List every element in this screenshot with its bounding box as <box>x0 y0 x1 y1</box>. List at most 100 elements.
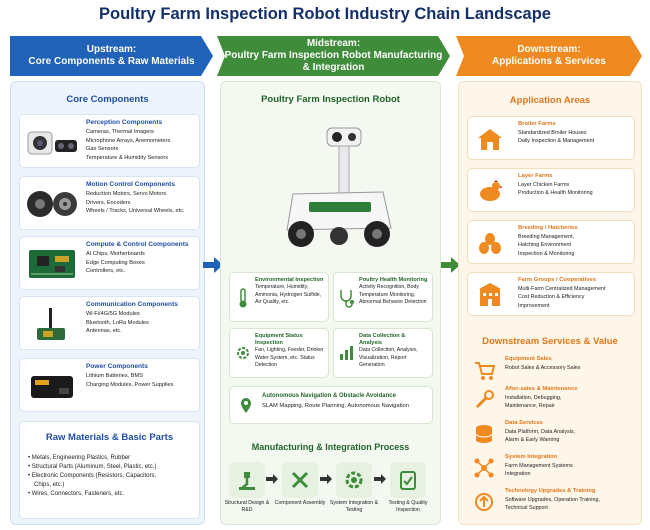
app-item: Hatching Environment <box>518 242 572 249</box>
function-title: Environmental Inspection <box>255 277 324 283</box>
card-item: Charging Modules, Power Supplies <box>86 381 174 388</box>
function-card-data: Data Collection & Analysis Data Collecti… <box>333 328 433 378</box>
database-icon <box>475 425 493 443</box>
raw-materials-title: Raw Materials & Basic Parts <box>45 432 174 443</box>
shopping-cart-icon <box>475 362 495 380</box>
function-text: Activity Recognition, Body Temperature M… <box>359 284 427 306</box>
perception-card: Perception Components Cameras, Thermal I… <box>19 114 200 168</box>
flow-arrow-right-icon <box>203 257 223 273</box>
service-title: After-sales & Maintenance <box>505 386 578 392</box>
midstream-column: Poultry Farm Inspection Robot Environmen… <box>220 81 441 525</box>
card-item: Lithium Batteries, BMS <box>86 373 143 379</box>
function-title: Autonomous Navigation & Obstacle Avoidan… <box>262 393 396 399</box>
process-title: Manufacturing & Integration Process <box>251 442 410 452</box>
service-item: Farm Management Systems <box>505 463 573 469</box>
card-item: Bluetooth, LoRa Modules <box>86 319 149 326</box>
card-item: Microphone Arrays, Anemometers <box>86 137 171 144</box>
service-title: Data Services <box>505 420 544 426</box>
card-item: Antennas, etc. <box>86 328 122 334</box>
app-title: Layer Farms <box>518 173 553 179</box>
application-areas-title: Application Areas <box>509 95 591 106</box>
app-title: Farm Groups / Cooperatives <box>518 277 596 283</box>
raw-item: • Wires, Connectors, Fasteners, etc. <box>28 491 125 497</box>
service-item: Maintenance, Repair <box>505 403 555 410</box>
service-item: Technical Support <box>505 505 548 512</box>
service-equipment-sales: Equipment Sales Robot Sales & Accessory … <box>467 356 635 390</box>
gear-icon <box>237 347 249 359</box>
bar-chart-icon <box>340 346 353 360</box>
upgrade-icon <box>475 493 493 511</box>
app-card-layer: Layer Farms Layer Chicken Farms Producti… <box>467 168 635 212</box>
service-title: Equipment Sales <box>505 356 552 362</box>
service-item: Integration <box>505 471 531 478</box>
map-pin-icon <box>241 398 251 413</box>
card-item: Wi-Fi/4G/5G Modules <box>86 311 140 317</box>
farm-house-icon <box>476 125 504 153</box>
app-title: Broiler Farms <box>518 121 556 127</box>
stethoscope-icon <box>340 290 354 308</box>
function-card-environmental: Environmental Inspection Temperature, Hu… <box>229 272 329 322</box>
power-card: Power Components Lithium Batteries, BMS … <box>19 358 200 412</box>
app-item: Inspection & Monitoring <box>518 250 575 257</box>
process-step-label: System Integration & Testing <box>329 500 379 513</box>
app-item: Multi-Farm Centralized Management <box>518 286 606 292</box>
raw-item: • Electronic Components (Resistors, Capa… <box>28 473 157 479</box>
building-icon <box>476 281 504 309</box>
process-step-label: Component Assembly <box>274 500 326 506</box>
midstream-banner-label: Midstream: Poultry Farm Inspection Robot… <box>224 38 443 73</box>
raw-item: • Metals, Engineering Plastics, Rubber <box>28 455 131 461</box>
app-item: Improvement <box>518 302 550 309</box>
eggs-icon <box>476 229 504 257</box>
antenna-module-icon <box>24 302 80 346</box>
function-title: Data Collection & Analysis <box>359 333 406 346</box>
thermometer-icon <box>239 288 247 308</box>
page-title: Poultry Farm Inspection Robot Industry C… <box>99 5 551 23</box>
service-item: Data Platform, Data Analysis, <box>505 429 576 435</box>
service-after-sales: After-sales & Maintenance Installation, … <box>467 386 635 420</box>
app-item: Standardized Broiler Houses <box>518 130 587 136</box>
app-card-broiler: Broiler Farms Standardized Broiler House… <box>467 116 635 160</box>
card-title: Motion Control Components <box>86 181 175 188</box>
card-item: Edge Computing Boxes <box>86 259 145 266</box>
network-icon <box>474 458 494 478</box>
arrow-right-icon <box>374 474 386 484</box>
function-text: Temperature, Humidity, Ammonia, Hydrogen… <box>255 284 322 306</box>
service-item: Alarm & Early Warning <box>505 437 560 444</box>
raw-materials-box: Raw Materials & Basic Parts • Metals, En… <box>19 421 200 519</box>
downstream-banner: Downstream: Applications & Services <box>456 36 642 76</box>
midstream-banner: Midstream: Poultry Farm Inspection Robot… <box>217 36 450 76</box>
card-item: AI Chips, Motherboards <box>86 251 145 257</box>
motor-icon <box>24 182 80 226</box>
card-title: Compute & Control Components <box>86 241 189 248</box>
tools-icon <box>282 462 318 498</box>
upstream-banner-label: Upstream: Core Components & Raw Material… <box>28 44 195 67</box>
battery-icon <box>24 364 80 408</box>
service-title: Technology Upgrades & Training <box>505 488 596 494</box>
app-item: Production & Health Monitoring <box>518 190 593 197</box>
core-components-title: Core Components <box>66 94 149 105</box>
arrow-right-icon <box>320 474 332 484</box>
app-item: Layer Chicken Farms <box>518 182 570 188</box>
service-item: Software Upgrades, Operation Training, <box>505 497 600 503</box>
communication-card: Communication Components Wi-Fi/4G/5G Mod… <box>19 296 200 350</box>
process-step-label: Testing & Quality Inspection <box>388 500 428 513</box>
app-title: Breeding / Hatcheries <box>518 225 578 231</box>
function-text: Data Collection, Analysis, Visualization… <box>359 347 418 369</box>
upstream-banner: Upstream: Core Components & Raw Material… <box>10 36 213 76</box>
service-item: Robot Sales & Accessory Sales <box>505 365 581 371</box>
app-card-farm-groups: Farm Groups / Cooperatives Multi-Farm Ce… <box>467 272 635 316</box>
app-item: Cost Reduction & Efficiency <box>518 294 585 301</box>
wrench-icon <box>475 390 494 409</box>
card-title: Power Components <box>86 363 148 370</box>
card-item: Controllers, etc. <box>86 268 126 274</box>
compute-control-card: Compute & Control Components AI Chips, M… <box>19 236 200 290</box>
function-card-poultry-health: Poultry Health Monitoring Activity Recog… <box>333 272 433 322</box>
arrow-right-icon <box>266 474 278 484</box>
card-title: Perception Components <box>86 119 163 126</box>
gear-icon <box>336 462 372 498</box>
service-title: System Integration <box>505 454 558 460</box>
function-title: Poultry Health Monitoring <box>359 277 428 283</box>
chicken-icon <box>476 177 504 205</box>
downstream-column: Application Areas Broiler Farms Standard… <box>458 81 642 525</box>
raw-item: • Structural Parts (Aluminum, Steel, Pla… <box>28 464 157 470</box>
